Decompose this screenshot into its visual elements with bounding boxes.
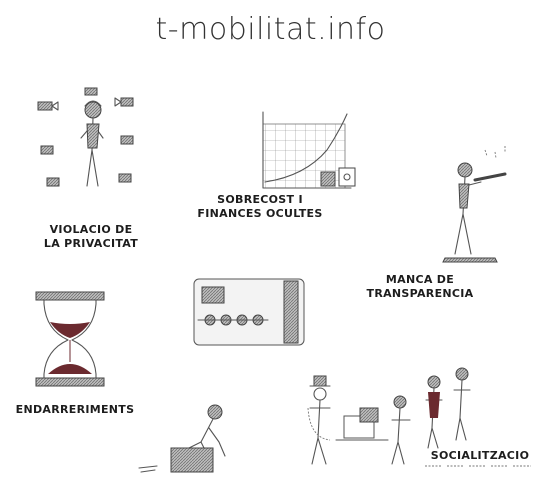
camera-icon bbox=[84, 87, 98, 96]
hourglass-icon bbox=[35, 291, 105, 387]
socialization-illustration bbox=[307, 367, 471, 465]
card-dots-icon bbox=[197, 314, 269, 326]
privacy-label-line1: VIOLACIO DE bbox=[49, 223, 133, 236]
transparency-label: MANCA DE TRANSPARENCIA bbox=[355, 273, 485, 301]
camera-icon bbox=[40, 145, 54, 155]
camera-icon bbox=[37, 101, 59, 111]
privacy-label-line2: LA PRIVACITAT bbox=[43, 237, 139, 250]
costs-label-line1: SOBRECOST I bbox=[217, 193, 303, 206]
costs-label: SOBRECOST I FINANCES OCULTES bbox=[185, 193, 335, 221]
delays-label: ENDARRERIMENTS bbox=[15, 403, 135, 416]
camera-icon bbox=[46, 177, 60, 187]
cost-chart-illustration bbox=[262, 111, 356, 189]
camera-icon bbox=[114, 97, 134, 107]
worker-illustration bbox=[138, 404, 226, 473]
site-title[interactable]: t-mobilitat.info bbox=[155, 12, 386, 47]
transparency-label-line1: MANCA DE bbox=[385, 273, 455, 286]
socialization-sublabel bbox=[425, 465, 531, 467]
camera-icon bbox=[120, 135, 134, 145]
socialization-label: SOCIALITZACIO bbox=[430, 449, 530, 462]
money-bag-icon bbox=[320, 167, 356, 187]
privacy-illustration bbox=[37, 87, 134, 187]
transparency-illustration bbox=[442, 146, 507, 263]
costs-label-line2: FINANCES OCULTES bbox=[197, 207, 323, 220]
privacy-label: VIOLACIO DE LA PRIVACITAT bbox=[36, 223, 146, 251]
camera-icon bbox=[118, 173, 132, 183]
transparency-label-line2: TRANSPARENCIA bbox=[366, 287, 474, 300]
card-illustration bbox=[193, 278, 305, 346]
